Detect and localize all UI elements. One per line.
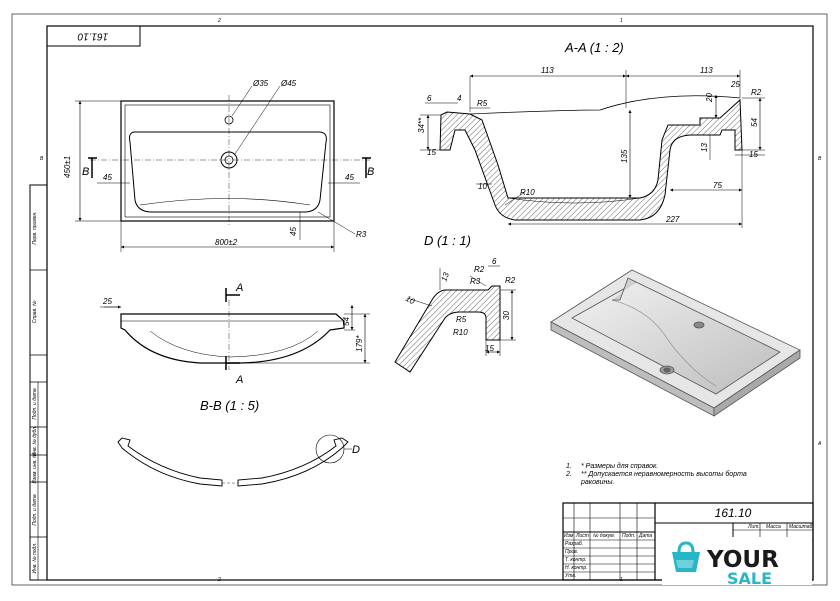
dim-hole-35: Ø35 [252, 79, 269, 88]
frame-mark-top-1: 1 [620, 18, 623, 24]
logo-word-sale: SALE [727, 569, 772, 588]
strip-label-6: Подп. и дата [32, 494, 38, 526]
yoursale-logo: YOUR SALE [662, 537, 812, 588]
front-view [100, 288, 370, 370]
section-mark-b-left: B [82, 166, 89, 178]
note-1-text: * Размеры для справок. [581, 462, 658, 470]
dim-179-front: 179* [355, 335, 364, 352]
section-mark-a-top: A [235, 282, 243, 294]
dim-aa-113-left: 113 [541, 66, 554, 75]
dim-d-r3: R3 [470, 277, 481, 286]
dim-aa-135: 135 [620, 149, 629, 163]
dim-aa-r5: R5 [477, 99, 488, 108]
dim-height-450: 450±1 [63, 156, 72, 178]
section-aa [420, 70, 765, 228]
dim-width-800: 800±2 [215, 238, 238, 247]
sink-3d-view [550, 269, 801, 417]
dim-d-r2-b: R2 [505, 276, 516, 285]
dim-d-30: 30 [502, 311, 511, 320]
notes: 1. * Размеры для справок. 2. ** Допускае… [565, 462, 747, 486]
dim-d-10: 10 [404, 294, 417, 307]
dim-aa-r10: R10 [520, 188, 535, 197]
detail-d [394, 265, 516, 373]
logo-word-your: YOUR [706, 547, 779, 573]
left-strip: Перв. примен. Справ. № Подп. и дата Инв.… [29, 184, 48, 581]
section-bb [117, 434, 352, 487]
dim-d-15: 15 [485, 344, 494, 353]
strip-label-2: Справ. № [32, 300, 38, 323]
doc-number-box [46, 25, 141, 47]
dim-aa-227: 227 [665, 215, 680, 224]
detail-d-title: D (1 : 1) [424, 233, 471, 248]
title-hdr-list: Лист [575, 533, 589, 539]
detail-mark-d: D [352, 444, 360, 456]
dim-aa-75: 75 [713, 181, 722, 190]
dim-aa-r2: R2 [751, 88, 762, 97]
dim-25-front: 25 [102, 297, 112, 306]
note-1-num: 1. [566, 463, 572, 470]
dim-d-13: 13 [439, 271, 451, 283]
frame-mark-left-b: B [40, 156, 44, 162]
dim-45-bottom: 45 [289, 227, 298, 236]
section-aa-title: A-A (1 : 2) [564, 40, 624, 55]
dim-45-left: 45 [103, 173, 112, 182]
frame-mark-right-a: A [817, 441, 822, 447]
dim-d-6: 6 [492, 257, 497, 266]
doc-number-rotated: 161.10 [77, 30, 108, 41]
dim-aa-13: 13 [700, 143, 709, 152]
strip-label-7: Инв. № подл. [32, 542, 38, 573]
dim-aa-15-left: 15 [427, 148, 436, 157]
title-hdr-sign: Подп. [622, 533, 635, 539]
dim-aa-15-right: 15 [749, 150, 758, 159]
section-bb-title: B-B (1 : 5) [200, 398, 259, 413]
title-hdr-izm: Изм [564, 533, 574, 539]
title-row-6: Утв. [565, 573, 576, 579]
section-mark-a-bottom: A [235, 374, 243, 386]
dim-aa-20: 20 [705, 93, 714, 103]
dim-aa-6: 6 [427, 94, 432, 103]
dim-aa-113-right: 113 [700, 66, 713, 75]
dim-54-front: 54 [342, 317, 351, 326]
strip-label-3: Подп. и дата [32, 388, 38, 420]
dim-d-r2-a: R2 [474, 265, 485, 274]
frame-mark-bottom-2: 2 [217, 577, 221, 583]
top-view [75, 85, 371, 252]
strip-label-1: Перв. примен. [32, 211, 38, 244]
dim-r3: R3 [356, 230, 367, 239]
title-row-3: Т. контр. [565, 557, 587, 563]
strip-label-5: Взам. инв. № [32, 452, 38, 484]
title-row-1: Разраб. [565, 541, 583, 547]
shopping-bag-icon [672, 552, 700, 572]
title-block-doc-number: 161.10 [715, 506, 752, 520]
title-row-5: Н. контр. [565, 565, 588, 571]
note-2-num: 2. [565, 471, 572, 478]
dim-aa-25: 25 [730, 80, 740, 89]
dim-hole-45: Ø45 [280, 79, 297, 88]
outer-frame [11, 13, 828, 586]
strip-label-4: Инв. № дубл. [32, 426, 38, 457]
note-3-text: раковины. [580, 479, 615, 486]
dim-aa-4: 4 [457, 94, 462, 103]
dim-45-right: 45 [345, 173, 354, 182]
note-2-text: ** Допускается неравномерность высоты бо… [581, 470, 747, 478]
dim-aa-10: 10 [478, 182, 487, 191]
dim-aa-34: 34** [417, 117, 426, 133]
frame-mark-right-b: B [818, 156, 822, 162]
dim-d-r5: R5 [456, 315, 467, 324]
dim-aa-54: 54 [750, 118, 759, 127]
title-hdr-doc: № докум. [593, 533, 615, 539]
title-hdr-date: Дата [638, 533, 652, 539]
title-col-mass: Масса [766, 524, 781, 530]
dim-d-r10: R10 [453, 328, 468, 337]
section-mark-b-right: B [367, 166, 374, 178]
title-col-scale: Масштаб [789, 524, 813, 530]
frame-mark-top-2: 2 [217, 18, 221, 24]
title-row-2: Пров. [565, 549, 578, 555]
title-col-lit: Лит. [747, 524, 760, 530]
